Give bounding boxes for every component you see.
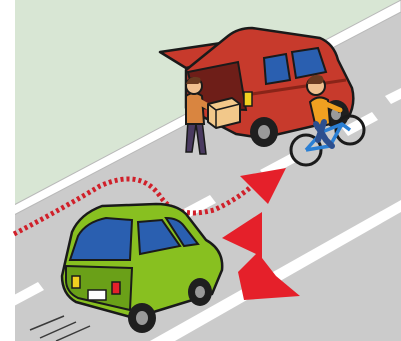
- red-car-window: [264, 54, 290, 84]
- green-car-license-plate: [88, 290, 106, 300]
- green-car-front-wheel: [188, 278, 212, 306]
- red-car-rear-wheel: [250, 117, 278, 147]
- frame-edge: [12, 0, 15, 341]
- green-car-tail-light: [72, 276, 80, 288]
- red-car-tail-light: [244, 92, 252, 106]
- green-car-rear-wheel: [128, 303, 156, 333]
- person-torso: [186, 93, 204, 124]
- cardboard-box: [208, 98, 240, 128]
- green-car-tail-light: [112, 282, 120, 294]
